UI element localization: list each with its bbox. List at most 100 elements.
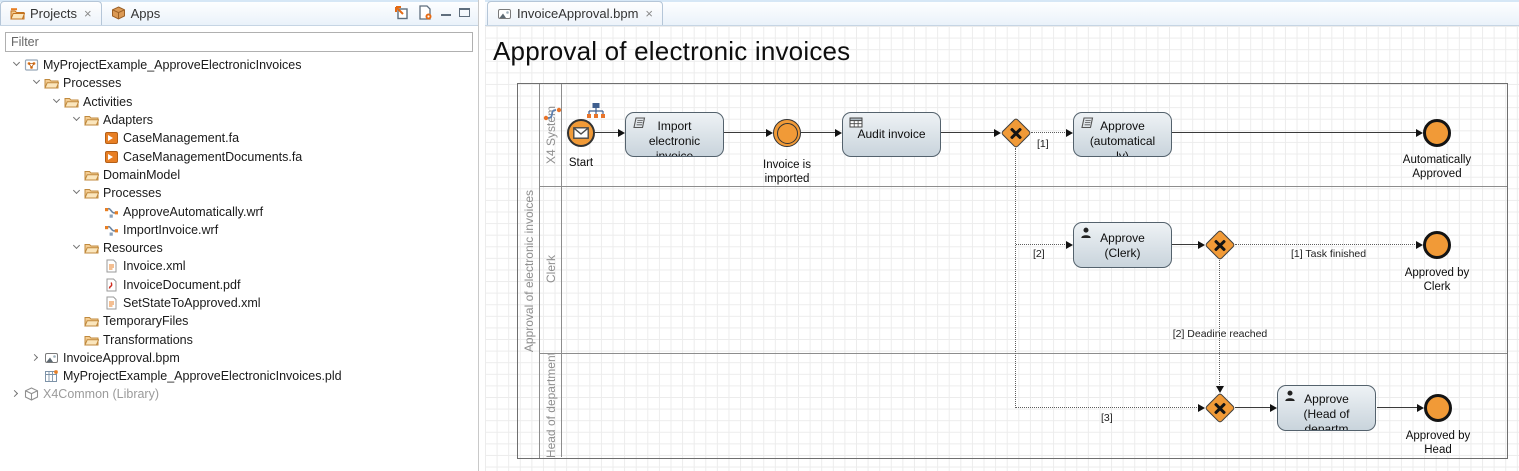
task-finished-label: [1] Task finished — [1291, 248, 1367, 260]
tree-item-invoicedocument-pdf[interactable]: InvoiceDocument.pdf — [0, 276, 478, 294]
expander-icon[interactable] — [30, 351, 44, 365]
task-label: Import electronic invoice — [648, 119, 701, 157]
lane-head-of-department-label-band[interactable]: Head of department — [540, 353, 562, 457]
approve-clerk-task[interactable]: Approve (Clerk) — [1073, 222, 1172, 268]
flow-gateway1-to-gateway3[interactable] — [1016, 407, 1199, 408]
expander-icon[interactable] — [50, 95, 64, 109]
tree-item-casemanagement-fa[interactable]: CaseManagement.fa — [0, 129, 478, 147]
tree-item-resources[interactable]: Resources — [0, 239, 478, 257]
approved-by-clerk-label: Approved by Clerk — [1404, 267, 1470, 293]
tab-projects[interactable]: Projects × — [0, 1, 102, 25]
flow-audit-to-gateway1[interactable] — [941, 132, 995, 133]
diagram-title: Approval of electronic invoices — [493, 36, 851, 66]
arrowhead — [1198, 404, 1205, 412]
start-event[interactable] — [567, 119, 595, 147]
tree-item-activities[interactable]: Activities — [0, 93, 478, 111]
flow-approve-clerk-to-gateway2[interactable] — [1172, 244, 1199, 245]
left-panel-toolbar — [393, 5, 478, 25]
pool-label-band[interactable]: Approval of electronic invoices — [518, 84, 540, 458]
flow-event-to-audit[interactable] — [801, 132, 836, 133]
project-tree: MyProjectExample_ApproveElectronicInvoic… — [0, 56, 478, 404]
approved-by-head-end-event[interactable] — [1424, 394, 1452, 422]
tree-item-approveautomatically-wrf[interactable]: ApproveAutomatically.wrf — [0, 202, 478, 220]
new-file-button[interactable] — [417, 5, 433, 20]
minimize-view-button[interactable] — [441, 9, 451, 16]
lane-label: Clerk — [543, 255, 558, 284]
lane-clerk-label-band[interactable]: Clerk — [540, 186, 562, 353]
flow-gateway1-to-approve-clerk[interactable] — [1016, 244, 1067, 245]
expander-icon[interactable] — [10, 387, 24, 401]
expander-icon[interactable] — [30, 76, 44, 90]
link-with-editor-button[interactable] — [393, 5, 409, 20]
expander-icon[interactable] — [10, 58, 24, 72]
invoice-imported-event[interactable] — [773, 119, 801, 147]
pool-approval-of-electronic-invoices[interactable]: Approval of electronic invoices X4 Syste… — [517, 83, 1508, 459]
flow-gateway2-to-gateway3[interactable] — [1219, 260, 1220, 387]
arrowhead — [1066, 129, 1073, 137]
tree-item-temporaryfiles[interactable]: TemporaryFiles — [0, 312, 478, 330]
flow-gateway1-branch-vertical[interactable] — [1015, 148, 1016, 408]
import-electronic-invoice-task[interactable]: Import electronic invoice — [625, 112, 724, 157]
diagram-canvas[interactable]: Approval of electronic invoices Approval… — [485, 26, 1519, 471]
lane-x4-system-label-band[interactable]: X4 System — [540, 84, 562, 186]
tree-item-project-pld[interactable]: MyProjectExample_ApproveElectronicInvoic… — [0, 367, 478, 385]
flow-import-to-event[interactable] — [724, 132, 767, 133]
flow-gateway2-to-clerk-end[interactable] — [1235, 244, 1417, 245]
exclusive-gateway-1[interactable] — [1000, 117, 1032, 149]
expander-icon[interactable] — [70, 241, 84, 255]
folder-icon — [84, 116, 99, 126]
flow-approve-head-to-end[interactable] — [1377, 407, 1418, 408]
pdf-file-icon — [106, 278, 117, 292]
approved-by-clerk-end-event[interactable] — [1423, 231, 1451, 259]
approve-head-of-department-task[interactable]: Approve (Head of departm — [1277, 385, 1376, 431]
flow-gateway3-to-approve-head[interactable] — [1235, 407, 1271, 408]
tree-item-adapters[interactable]: Adapters — [0, 111, 478, 129]
task-label: Audit invoice — [857, 127, 926, 141]
exclusive-gateway-2[interactable] — [1204, 229, 1236, 261]
tree-item-processes[interactable]: Processes — [0, 74, 478, 92]
arrowhead — [1198, 241, 1205, 249]
condition-label-1: [1] — [1037, 138, 1049, 150]
tree-item-domainmodel[interactable]: DomainModel — [0, 166, 478, 184]
folder-icon — [84, 170, 99, 181]
tree-item-label: MyProjectExample_ApproveElectronicInvoic… — [43, 58, 302, 73]
flow-gateway1-to-approve-auto[interactable] — [1031, 132, 1067, 133]
tree-item-importinvoice-wrf[interactable]: ImportInvoice.wrf — [0, 221, 478, 239]
process-flow-decorator-icon — [543, 107, 562, 121]
tree-item-project[interactable]: MyProjectExample_ApproveElectronicInvoic… — [0, 56, 478, 74]
bpm-file-icon — [45, 352, 58, 363]
bpm-editor-panel: InvoiceApproval.bpm × Approval of electr… — [485, 0, 1519, 471]
approved-by-head-label: Approved by Head — [1405, 430, 1471, 456]
pool-label: Approval of electronic invoices — [521, 189, 536, 353]
tree-item-setstatetoapproved-xml[interactable]: SetStateToApproved.xml — [0, 294, 478, 312]
tree-item-invoiceapproval-bpm[interactable]: InvoiceApproval.bpm — [0, 349, 478, 367]
tree-item-transformations[interactable]: Transformations — [0, 330, 478, 348]
flow-approve-auto-to-end[interactable] — [1172, 132, 1417, 133]
exclusive-gateway-3[interactable] — [1204, 392, 1236, 424]
tree-item-x4common-library[interactable]: X4Common (Library) — [0, 385, 478, 403]
audit-invoice-task[interactable]: Audit invoice — [842, 112, 941, 157]
expander-icon[interactable] — [70, 186, 84, 200]
approve-automatically-task[interactable]: Approve (automatical ly) — [1073, 112, 1172, 157]
tab-projects-close-icon[interactable]: × — [83, 6, 92, 21]
automatically-approved-label: Automatically Approved — [1402, 154, 1472, 180]
adapter-file-icon — [105, 132, 118, 145]
tab-apps[interactable]: Apps — [102, 1, 170, 25]
automatically-approved-end-event[interactable] — [1423, 119, 1451, 147]
tree-item-casemanagementdocuments-fa[interactable]: CaseManagementDocuments.fa — [0, 147, 478, 165]
tree-item-label: InvoiceDocument.pdf — [123, 277, 241, 292]
arrowhead — [994, 129, 1001, 137]
tree-item-label: SetStateToApproved.xml — [123, 296, 261, 310]
tree-item-label: Transformations — [103, 332, 193, 347]
flow-start-to-import[interactable] — [595, 132, 619, 133]
tree-item-invoice-xml[interactable]: Invoice.xml — [0, 257, 478, 275]
form-task-icon — [849, 117, 863, 128]
tree-item-processes-inner[interactable]: Processes — [0, 184, 478, 202]
tab-invoiceapproval-bpm[interactable]: InvoiceApproval.bpm × — [487, 1, 663, 25]
expander-icon[interactable] — [70, 113, 84, 127]
maximize-view-button[interactable] — [459, 8, 470, 17]
filter-input[interactable] — [5, 32, 473, 52]
condition-label-2: [2] — [1033, 248, 1045, 260]
message-envelope-icon — [573, 127, 589, 139]
editor-tab-close-icon[interactable]: × — [645, 6, 653, 21]
